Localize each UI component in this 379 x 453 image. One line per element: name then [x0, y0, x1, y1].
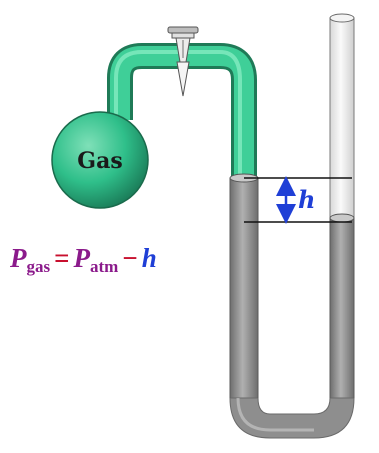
right-tube-open-end: [329, 13, 355, 23]
pressure-equation: Pgas=Patm−h: [10, 243, 157, 276]
height-marker-label: h: [298, 185, 315, 214]
equation-p-gas-subscript: gas: [26, 257, 51, 276]
equation-minus: −: [122, 243, 138, 273]
right-meniscus: [329, 213, 355, 223]
right-arm-empty-tube: [329, 17, 355, 219]
stopcock-valve-icon: [167, 26, 199, 97]
equation-equals: =: [54, 243, 70, 273]
u-bend-mercury: [229, 397, 355, 439]
equation-p-gas: P: [10, 243, 27, 273]
right-arm-mercury: [330, 218, 354, 398]
gas-bulb-label: Gas: [77, 148, 122, 174]
u-bend-highlight: [236, 397, 314, 432]
left-arm-mercury: [230, 178, 258, 398]
equation-p-atm: P: [73, 243, 91, 273]
gas-bulb: [51, 111, 149, 209]
equation-h: h: [141, 243, 157, 273]
equation-p-atm-subscript: atm: [90, 257, 119, 276]
